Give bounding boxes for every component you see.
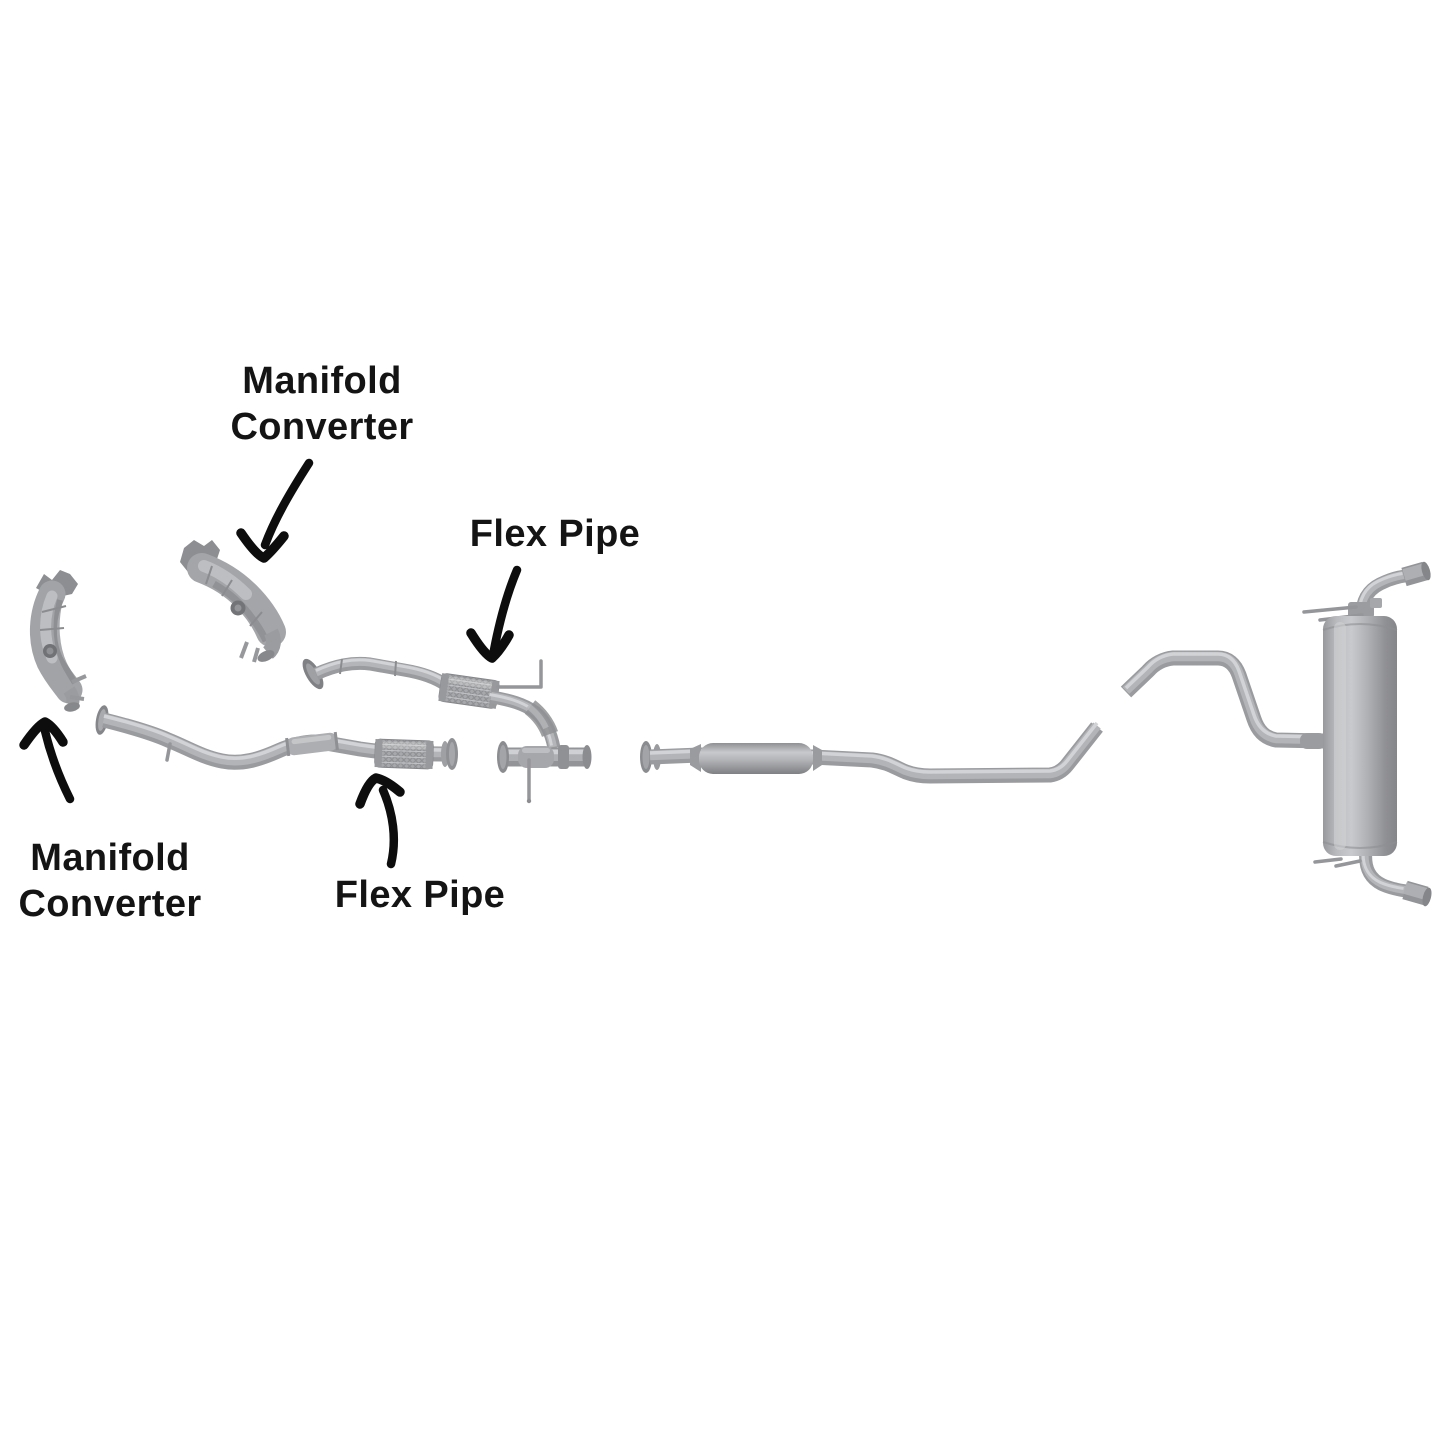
y-collector-pipe — [497, 741, 592, 804]
arrow-head — [355, 773, 405, 809]
muffler-top-seam — [1322, 623, 1398, 631]
arrow-head — [236, 528, 289, 563]
collector-inlet-flange — [497, 741, 509, 773]
curved-arrow-up-icon-left-converter — [19, 717, 75, 804]
label-line-1: Manifold — [30, 837, 190, 879]
curved-arrow-up-icon-lower-flex — [355, 773, 405, 869]
heat-shield-seams — [205, 565, 263, 627]
annotation-arrows — [19, 458, 522, 869]
muffler-body-highlight — [1334, 622, 1346, 850]
downpipe-elbow-sleeve-highlight — [526, 703, 549, 730]
front-pipe-with-flex — [95, 705, 458, 770]
flex-braid-lower — [374, 738, 434, 770]
upper-hanger-wire — [496, 659, 543, 689]
sleeve-highlight — [291, 734, 332, 745]
converter-bracket-tabs — [69, 674, 87, 701]
label-line-1: Flex Pipe — [469, 513, 641, 555]
resonator-cone-left — [690, 744, 701, 772]
downpipe-seams — [339, 658, 397, 677]
muffler-top-stub-small — [1370, 598, 1382, 608]
o2-sensor-boss-center — [234, 604, 242, 612]
front-pipe-end-flange — [446, 738, 458, 770]
collector-bulge-highlight — [522, 748, 550, 753]
flex-braid-upper — [438, 673, 500, 709]
upper-downpipe-with-flex — [302, 656, 592, 804]
resonator-cone-right — [813, 745, 822, 771]
downpipe-inlet-flange — [302, 658, 324, 690]
converter-outlet-flange — [64, 702, 80, 712]
flange-inner — [306, 663, 320, 685]
o2-sensor-boss-center — [46, 647, 54, 655]
arrow-shaft — [378, 785, 399, 869]
braid-ring-right — [425, 740, 434, 770]
arrow-head — [19, 717, 68, 750]
collector-outlet-ring — [582, 745, 592, 769]
sleeve-body — [286, 732, 338, 756]
sleeve-seam-left — [285, 737, 291, 757]
arrow-head — [466, 628, 514, 663]
center-resonator-pipe — [640, 723, 1097, 776]
curved-arrow-down-icon-upper-converter — [236, 458, 314, 563]
center-pipe-flange — [640, 741, 652, 773]
flange-inner — [499, 745, 507, 769]
resonator-body — [699, 743, 813, 774]
center-resonator — [690, 743, 822, 774]
converter-bracket-tabs — [239, 641, 260, 663]
converter-outlet — [262, 628, 281, 659]
muffler-bottom-exhaust-tip-mid — [1405, 888, 1426, 894]
muffler-inlet-collar — [1300, 733, 1326, 749]
converter-outlet-flange — [257, 650, 275, 662]
manifold-converter-upper-part — [180, 540, 286, 663]
label-line-2: Converter — [230, 406, 414, 448]
label-line-1: Manifold — [242, 360, 402, 402]
arrow-shaft — [489, 565, 522, 655]
front-pipe-sleeve — [285, 731, 339, 757]
rear-muffler-assembly — [1300, 561, 1433, 907]
front-pipe-hanger-tab — [165, 742, 172, 762]
intermediate-tailpipe — [1126, 654, 1324, 741]
label-flex-pipe-upper: Flex Pipe — [470, 511, 640, 557]
converter-body-shadow — [212, 580, 270, 643]
collector-hanger-foot — [526, 798, 532, 804]
muffler-top-tip-rim — [1421, 561, 1431, 581]
label-manifold-converter-left: Manifold Converter — [18, 835, 201, 927]
label-flex-pipe-lower: Flex Pipe — [335, 872, 505, 918]
converter-body-shadow — [53, 599, 78, 685]
curved-arrow-down-icon-upper-flex — [466, 565, 522, 663]
sleeve-seam-right — [333, 731, 339, 751]
label-line-1: Flex Pipe — [334, 874, 506, 916]
braid-highlight — [448, 676, 493, 689]
flange-inner — [449, 742, 455, 766]
braid-highlight — [382, 741, 427, 750]
braid-ring-left — [438, 673, 450, 702]
arrow-shaft — [260, 458, 314, 550]
converter-body-highlight — [198, 560, 252, 600]
manifold-converter-left-part — [29, 570, 87, 712]
label-manifold-converter-upper: Manifold Converter — [230, 358, 413, 450]
arrow-shaft — [40, 726, 75, 804]
muffler-bottom-hanger-rods — [1313, 857, 1362, 868]
collector-coupler-ring — [558, 745, 569, 769]
tailpipe-tube — [1126, 658, 1324, 741]
heat-shield-seams — [39, 605, 67, 631]
label-line-2: Converter — [18, 883, 202, 925]
muffler-bottom-tip-rim — [1422, 887, 1432, 907]
muffler-bottom-seam — [1322, 841, 1398, 849]
flange-inner — [642, 745, 650, 769]
braid-ring-left — [374, 738, 383, 768]
